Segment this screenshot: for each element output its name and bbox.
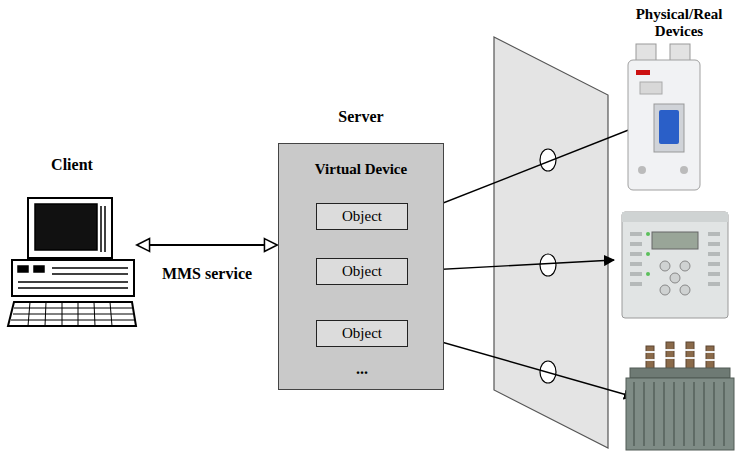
server-node: ObjectObjectObjectServerVirtual Device xyxy=(278,104,444,390)
relay-picture xyxy=(622,212,728,318)
ellipsis: ... xyxy=(330,360,394,378)
device-label: Virtual Device xyxy=(278,161,444,178)
boundary-panel xyxy=(494,37,608,448)
breaker-picture xyxy=(628,44,700,190)
object-box: Object xyxy=(316,203,408,230)
object-box: Object xyxy=(316,320,408,347)
object-label: Object xyxy=(342,263,382,280)
node-heading: Client xyxy=(8,156,136,174)
computer-icon xyxy=(8,198,136,326)
object-label: Object xyxy=(342,325,382,342)
double-arrow xyxy=(138,244,276,246)
edge-label: MMS service xyxy=(162,265,252,283)
client-node: Client xyxy=(8,152,136,328)
transformer-picture xyxy=(626,342,734,450)
devices-heading: Physical/Real Devices xyxy=(615,6,743,40)
panel-hole xyxy=(540,149,556,383)
object-box: Object xyxy=(316,258,408,285)
node-heading: Server xyxy=(278,108,444,126)
object-label: Object xyxy=(342,208,382,225)
